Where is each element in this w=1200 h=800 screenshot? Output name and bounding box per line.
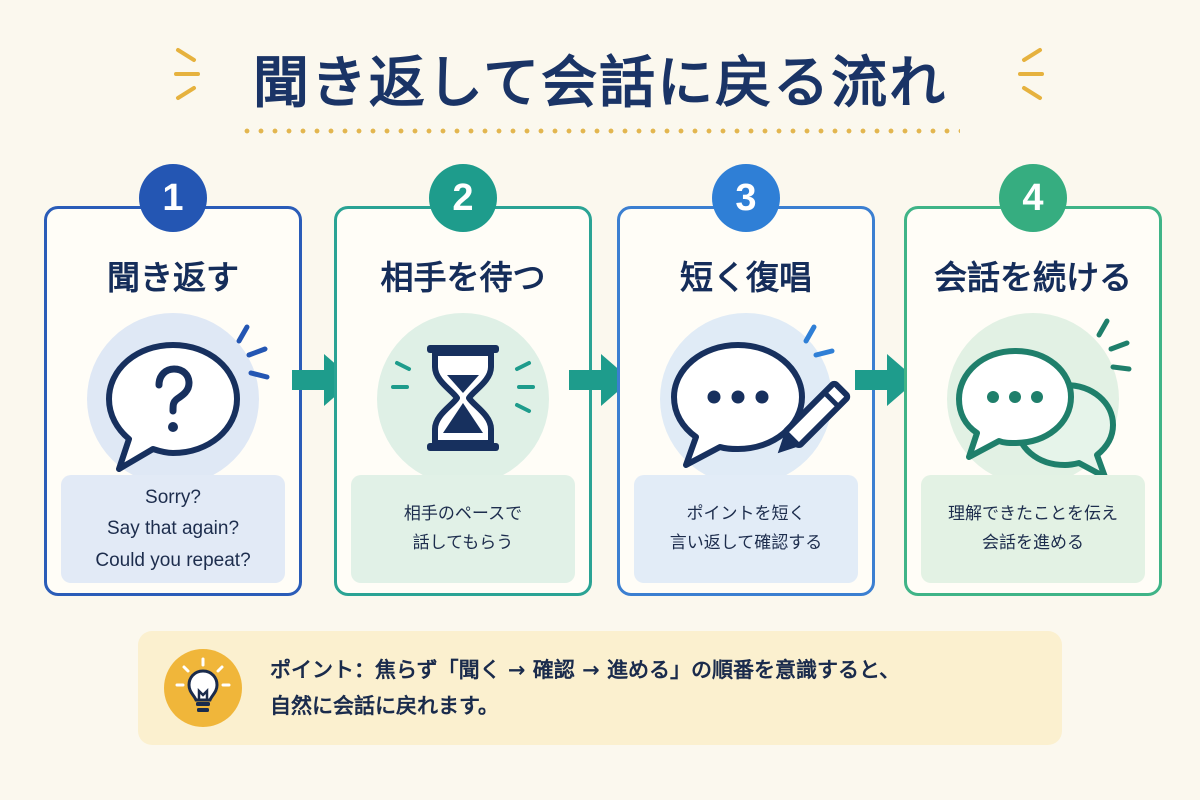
step-description: 理解できたことを伝え 会話を進める <box>921 475 1145 583</box>
step-card-3: 短く復唱 ポイントを短く 言い返して確認する <box>617 206 875 596</box>
arrow-right-icon <box>569 354 631 406</box>
lightbulb-icon <box>164 649 242 727</box>
tip-box: ポイント：焦らず「聞く → 確認 → 進める」の順番を意識すると、 自然に会話に… <box>138 631 1062 745</box>
description-line: 理解できたことを伝え <box>948 503 1118 524</box>
arrow-right-icon <box>855 354 917 406</box>
tip-line: 自然に会話に戻れます。 <box>270 693 499 718</box>
hourglass-icon <box>391 345 535 451</box>
step-card-4: 会話を続ける 理解できたことを伝え 会話を進める <box>904 206 1162 596</box>
step-description: ポイントを短く 言い返して確認する <box>634 475 858 583</box>
dotted-divider <box>240 128 960 134</box>
icon-circle <box>87 313 270 485</box>
step-number-badge: 1 <box>139 164 207 232</box>
step-description: 相手のペースで 話してもらう <box>351 475 575 583</box>
step-title: 聞き返す <box>107 258 239 297</box>
speech-bubble-pencil-icon <box>671 324 851 468</box>
description-line: 会話を進める <box>982 533 1084 553</box>
tip-line: ポイント：焦らず「聞く → 確認 → 進める」の順番を意識すると、 <box>270 658 901 682</box>
description-line: 言い返して確認する <box>669 533 823 553</box>
icon-circle <box>947 313 1132 485</box>
page-title: 聞き返して会話に戻る流れ <box>252 51 948 116</box>
description-line: ポイントを短く <box>686 503 806 524</box>
step-number-badge: 3 <box>712 164 780 232</box>
step-title: 短く復唱 <box>680 258 812 297</box>
step-card-2: 相手を待つ 相手のペースで 話してもらう <box>334 206 592 596</box>
description-line: 相手のペースで <box>403 503 523 524</box>
description-line: Say that again? <box>106 518 240 540</box>
step-number-badge: 4 <box>999 164 1067 232</box>
step-title: 相手を待つ <box>380 258 546 297</box>
conversation-bubbles-icon <box>956 318 1132 480</box>
tip-text: ポイント：焦らず「聞く → 確認 → 進める」の順番を意識すると、 自然に会話に… <box>270 653 900 724</box>
sparkle-icon <box>174 48 200 100</box>
question-bubble-icon <box>106 324 270 472</box>
description-line: 話してもらう <box>412 533 514 553</box>
icon-circle <box>377 313 549 485</box>
step-description: Sorry? Say that again? Could you repeat? <box>61 475 285 583</box>
icon-circle <box>660 313 851 485</box>
description-line: Could you repeat? <box>95 549 251 571</box>
step-title: 会話を続ける <box>934 258 1132 297</box>
step-number-badge: 2 <box>429 164 497 232</box>
description-line: Sorry? <box>145 486 201 508</box>
step-card-1: 聞き返す Sorry? Say that again? Could you re… <box>44 206 302 596</box>
sparkle-icon <box>1018 48 1044 100</box>
